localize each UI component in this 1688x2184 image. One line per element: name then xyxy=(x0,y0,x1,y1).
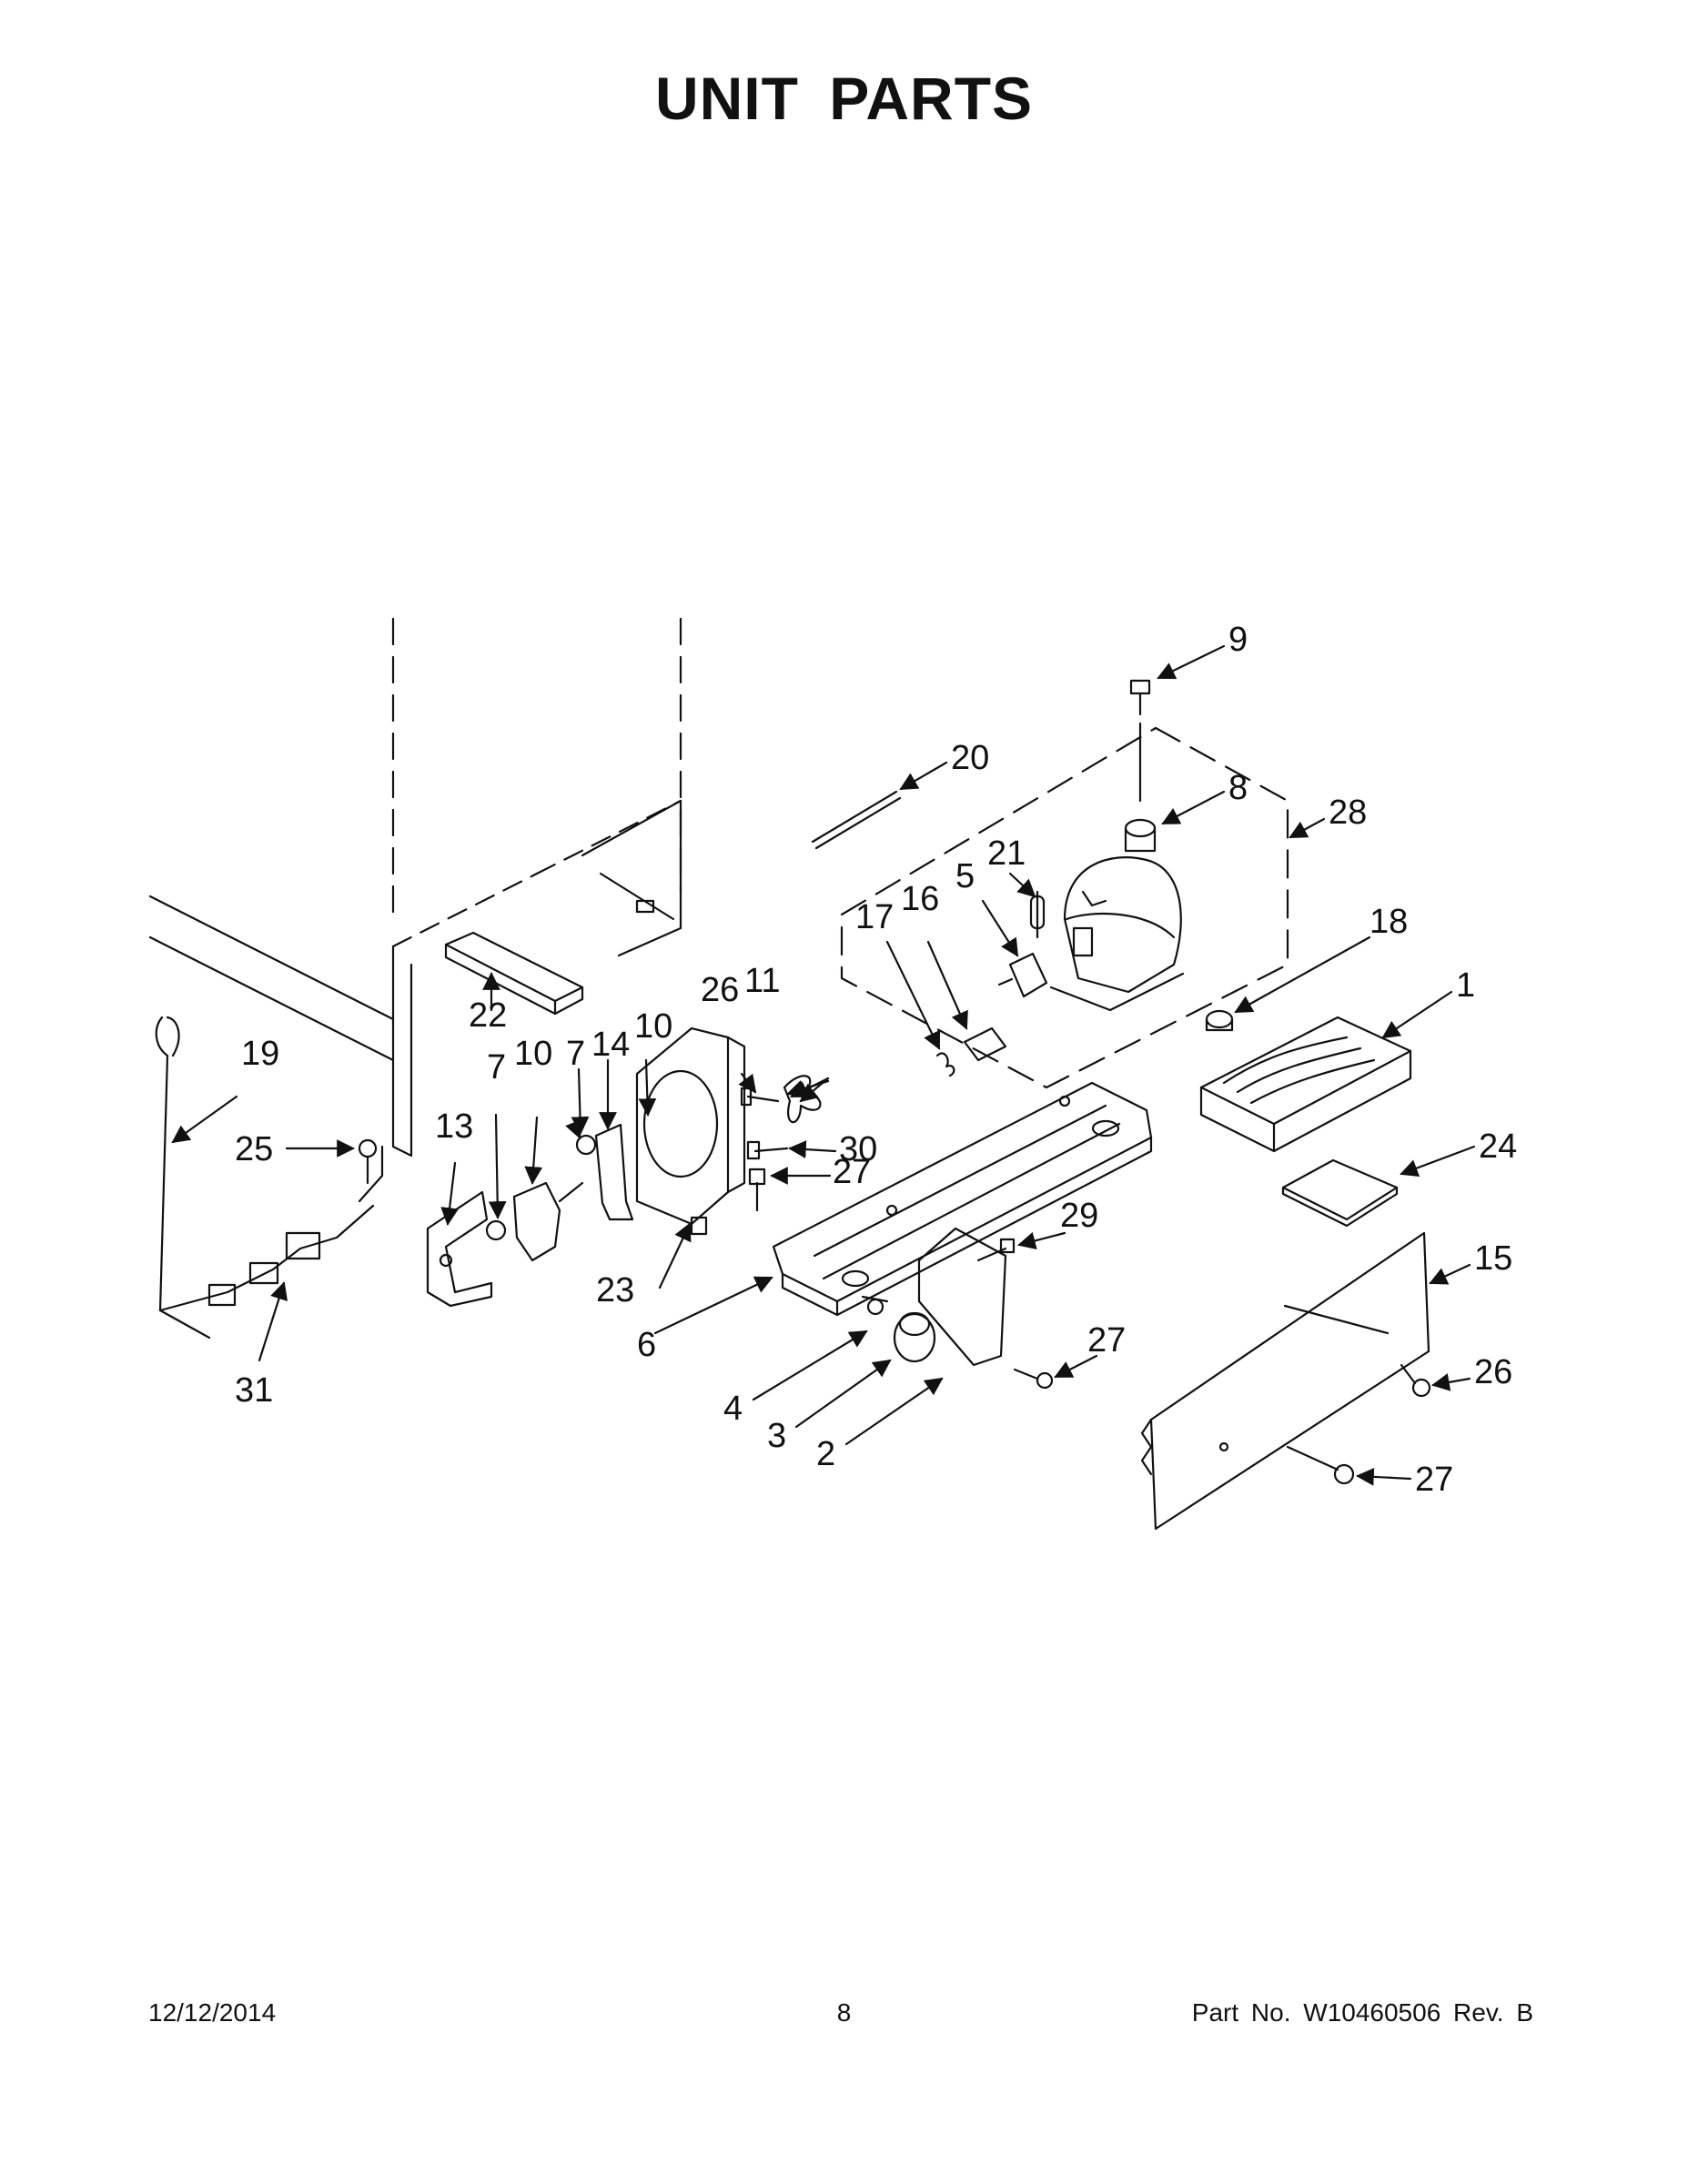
part-10-fan-motor xyxy=(512,1181,584,1262)
part-5-relay xyxy=(997,952,1048,998)
callout-16: 16 xyxy=(901,880,939,918)
part-25-screw xyxy=(358,1138,378,1185)
callout-28: 28 xyxy=(1329,794,1367,832)
part-1-drain-pan xyxy=(1199,1016,1412,1153)
part-12-fan-blade xyxy=(740,1075,822,1124)
callout-14: 14 xyxy=(591,1026,630,1064)
callout-26b: 26 xyxy=(1474,1353,1512,1391)
part-22-channel xyxy=(444,931,584,1016)
callout-27a: 27 xyxy=(833,1153,871,1191)
callout-3: 3 xyxy=(767,1417,786,1455)
callout-19: 19 xyxy=(241,1035,279,1073)
callout-30: 30 xyxy=(839,1130,877,1168)
callout-15: 15 xyxy=(1474,1239,1512,1278)
part-19-31-harness xyxy=(155,1016,384,1340)
part-7-grommets xyxy=(485,1134,597,1241)
page-title: UNIT PARTS xyxy=(654,65,1034,132)
part-23-clip xyxy=(690,1216,708,1236)
callout-17: 17 xyxy=(855,898,894,936)
compressor xyxy=(1049,856,1185,1012)
part-18-cap xyxy=(1205,1009,1234,1032)
part-30-27-screws xyxy=(746,1140,789,1212)
callout-27b: 27 xyxy=(1087,1321,1126,1360)
callout-12: 11 xyxy=(744,962,780,1000)
callout-26a: 26 xyxy=(701,971,739,1009)
callout-13: 13 xyxy=(435,1107,473,1146)
footer-date: 12/12/2014 xyxy=(148,1998,277,2027)
callout-8: 8 xyxy=(1228,769,1248,807)
callout-29: 29 xyxy=(1060,1197,1098,1235)
callout-11: 10 xyxy=(634,1007,672,1046)
part-13-bracket xyxy=(426,1190,493,1308)
part-11-fan-shroud xyxy=(635,1026,746,1226)
cabinet-outline xyxy=(148,617,682,1158)
footer-page-number: 8 xyxy=(836,1998,852,2027)
callout-18: 18 xyxy=(1370,903,1408,941)
callout-labels: 9 8 28 20 21 5 16 17 18 1 24 15 26 27 27… xyxy=(235,621,1517,1499)
callout-21: 21 xyxy=(987,834,1026,873)
callout-25: 25 xyxy=(235,1130,273,1168)
callout-24: 24 xyxy=(1479,1127,1517,1166)
callout-9: 9 xyxy=(1228,621,1248,659)
callout-22: 22 xyxy=(469,996,507,1035)
part-21-filter xyxy=(1029,890,1046,939)
part-14-bracket xyxy=(594,1123,634,1221)
callout-2: 2 xyxy=(816,1435,835,1473)
part-20-tube xyxy=(811,790,902,850)
footer-part-number: Part No. W10460506 Rev. B xyxy=(1191,1998,1533,2027)
callout-5: 5 xyxy=(955,857,975,895)
part-17-clip xyxy=(935,1052,955,1077)
part-27-screw-bracket xyxy=(1013,1368,1054,1390)
callout-7b: 7 xyxy=(566,1035,585,1073)
part-15-access-panel xyxy=(1140,1231,1430,1531)
callout-31: 31 xyxy=(235,1371,273,1410)
part-28-compressor-outline xyxy=(840,726,1289,1089)
callout-10: 10 xyxy=(514,1035,552,1073)
callout-1: 1 xyxy=(1456,966,1475,1005)
callout-6: 6 xyxy=(637,1326,656,1364)
part-6-base-plate xyxy=(772,1081,1153,1317)
callout-23: 23 xyxy=(596,1271,634,1309)
part-16-overload xyxy=(963,1026,1007,1062)
callout-7a: 7 xyxy=(487,1048,506,1087)
part-24-pad xyxy=(1281,1158,1399,1228)
callout-leaders xyxy=(171,644,1476,1486)
part-2-3-4-assembly xyxy=(861,1227,1007,1367)
part-29-screw xyxy=(976,1238,1016,1262)
callout-20: 20 xyxy=(951,739,989,777)
callout-4: 4 xyxy=(723,1390,743,1428)
part-9-8-mount xyxy=(1124,679,1157,853)
callout-27c: 27 xyxy=(1415,1461,1453,1499)
part-26-27-panel-screws xyxy=(1286,1363,1431,1485)
